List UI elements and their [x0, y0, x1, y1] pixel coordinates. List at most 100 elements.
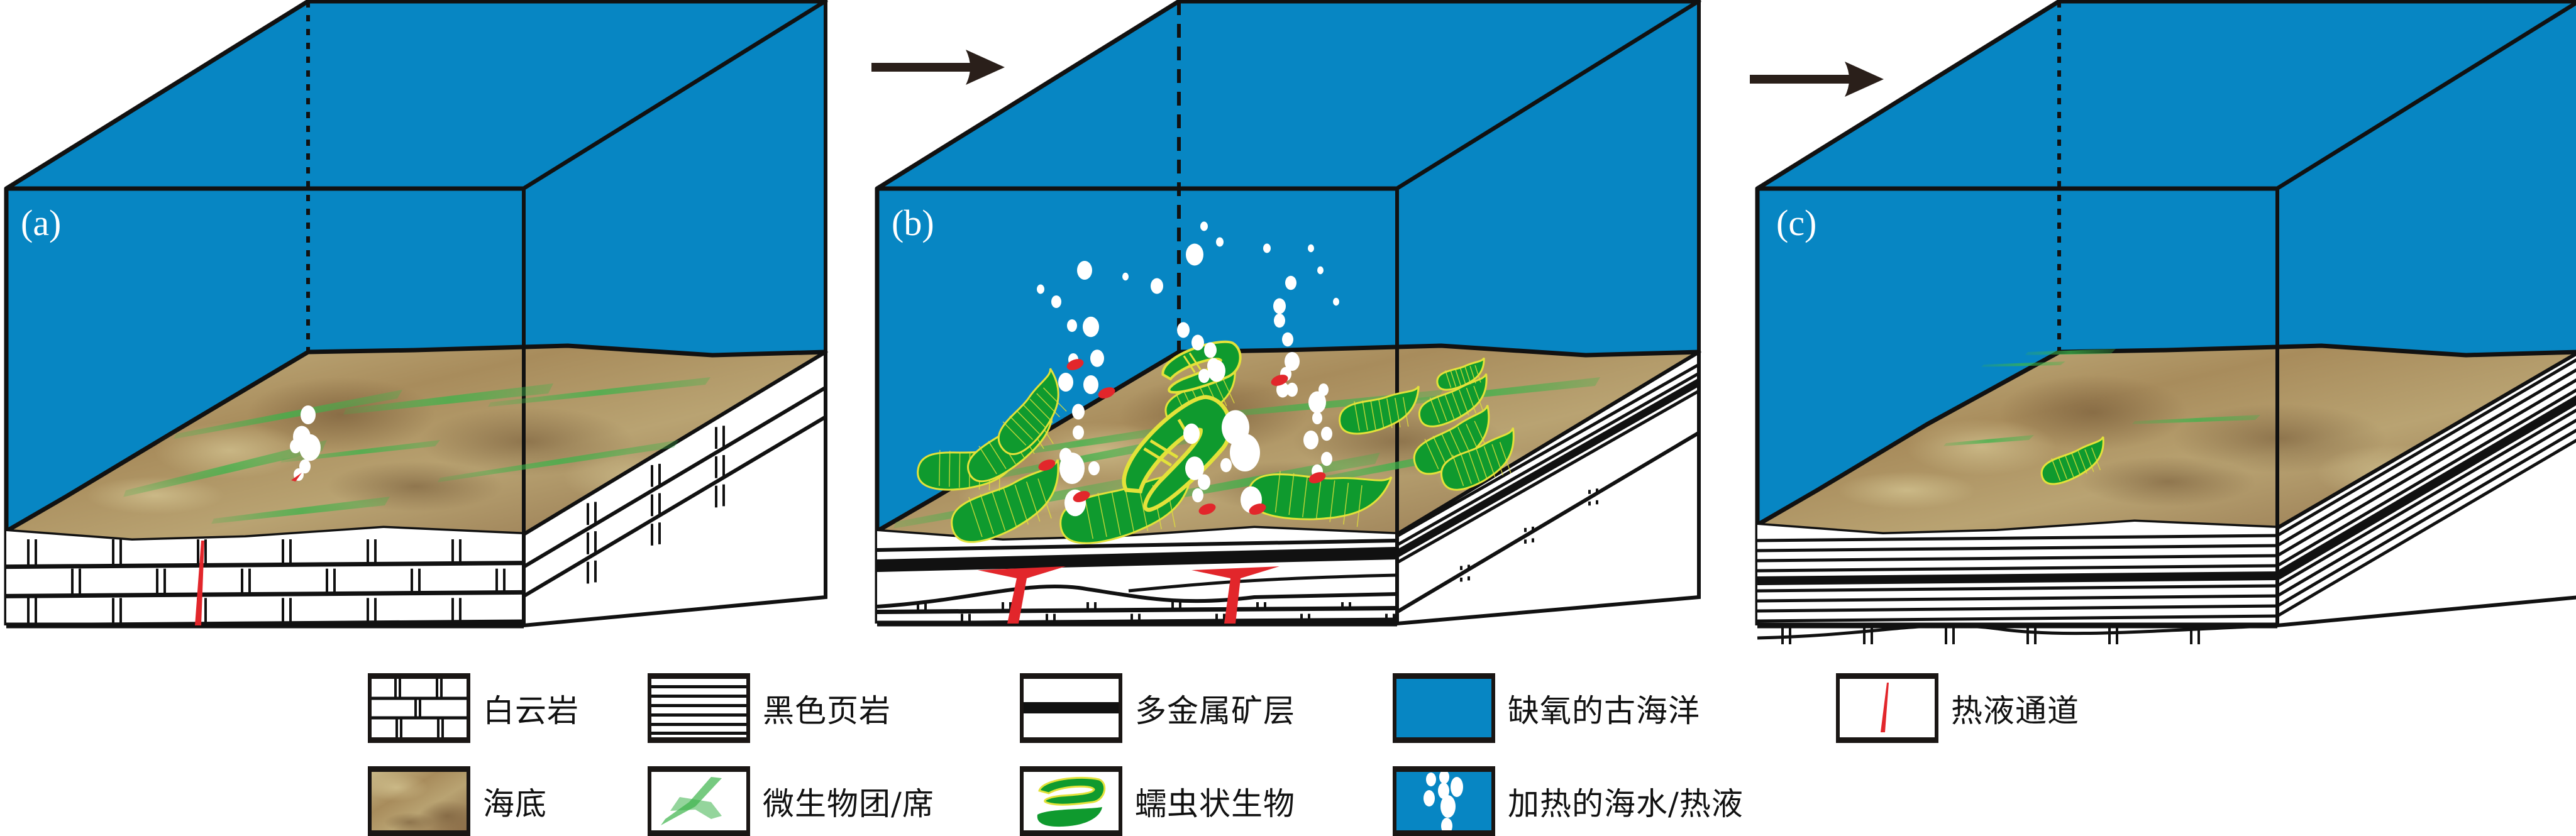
- seafloor-texture: [86, 476, 224, 514]
- legend-item-dolomite: 白云岩: [368, 673, 579, 743]
- worm-segment: [1037, 478, 1052, 519]
- hydrothermal-bubble: [1083, 316, 1099, 338]
- hydrothermal-bubble: [1198, 474, 1210, 490]
- worm-body: [1122, 395, 1232, 512]
- worm-segment: [1362, 400, 1368, 431]
- thick-band-icon: [1020, 673, 1122, 743]
- worm-segment: [2051, 458, 2061, 481]
- hydrothermal-bubble: [1230, 434, 1260, 471]
- worm-segment: [1356, 485, 1363, 527]
- worm-segment: [1499, 442, 1512, 474]
- right-arrow-icon: [966, 50, 1005, 85]
- hydrothermal-bubble: [1204, 342, 1217, 358]
- biota-layer: [123, 377, 710, 524]
- dolomite-bed-line: [6, 619, 524, 628]
- hydrothermal-bubble: [1151, 278, 1163, 294]
- hydrothermal-bubble: [1216, 237, 1224, 247]
- legend-item-hydrothermal-channel: 热液通道: [1836, 673, 2079, 743]
- worm-segment: [1469, 366, 1476, 384]
- microbial-mat: [2132, 415, 2260, 424]
- hydrothermal-bubble: [1318, 383, 1329, 396]
- hydrothermal-bubble: [299, 459, 311, 474]
- panel-c: [1755, 0, 2576, 644]
- hydrothermal-bubble: [1183, 423, 1200, 444]
- side-shale-line: [1396, 389, 1700, 564]
- process-arrow-1: [871, 50, 1005, 85]
- worm-segment: [1445, 370, 1452, 388]
- hydrothermal-channel: [195, 541, 204, 625]
- worm-segment: [1432, 436, 1447, 466]
- legend-label-heated-water: 加热的海水/热液: [1508, 785, 1744, 822]
- shale-line: [1757, 534, 2278, 542]
- vent-orifice: [291, 473, 302, 481]
- shale-line: [1757, 554, 2278, 563]
- strata-block: [1757, 351, 2576, 644]
- worm-segment: [1429, 397, 1440, 424]
- worm-segment: [1452, 454, 1464, 487]
- shale-line: [1757, 564, 2278, 573]
- shale-line: [1757, 604, 2278, 613]
- dolomite-bed-line: [522, 386, 827, 569]
- seafloor-texture: [1837, 471, 1976, 509]
- worm-segment: [1315, 478, 1322, 520]
- side-shale-line: [2276, 429, 2576, 608]
- vent-orifice: [1308, 472, 1326, 483]
- dolomite-bed-line: [1396, 431, 1700, 614]
- hydrothermal-bubble: [1051, 295, 1061, 308]
- worm-segment: [1014, 485, 1029, 525]
- microbial-mat: [343, 383, 553, 415]
- legend-item-polymetallic-layer: 多金属矿层: [1020, 673, 1295, 743]
- vent-orifice: [1249, 503, 1266, 515]
- worm-segment: [1288, 473, 1295, 515]
- vent-orifice: [1038, 459, 1056, 471]
- worm-segment: [1036, 393, 1060, 417]
- legend-label-hydrothermal-channel: 热液通道: [1951, 692, 2079, 729]
- worm-segment: [1009, 415, 1034, 440]
- hydrothermal-bubble: [1333, 297, 1339, 306]
- hydrothermal-bubble: [1263, 243, 1271, 253]
- shale-line: [1757, 544, 2278, 553]
- worm-segment: [1386, 398, 1393, 429]
- side-shale-line: [1395, 378, 1701, 558]
- worm-segment: [2084, 449, 2094, 472]
- worm-segment: [1468, 450, 1480, 482]
- worm-segment: [1029, 399, 1054, 423]
- worm-segment: [1097, 492, 1107, 537]
- bubbles-icon: [1393, 766, 1495, 836]
- worm-organism: [1436, 357, 1485, 391]
- worm-segment: [980, 493, 995, 534]
- strata-block: [6, 348, 827, 629]
- worm-segment: [1402, 397, 1409, 427]
- hydrothermal-bubble: [1285, 275, 1296, 290]
- strata-front-face: [6, 528, 524, 625]
- worm-segment: [1016, 410, 1040, 434]
- worm-segment: [1213, 378, 1227, 407]
- worm-segment: [1424, 439, 1439, 470]
- worm-segment: [2077, 451, 2087, 474]
- worm-segment: [2064, 454, 2074, 478]
- legend-item-heated-water: 加热的海水/热液: [1393, 766, 1744, 836]
- worm-segment: [1149, 439, 1179, 459]
- hydrothermal-channel: [1191, 566, 1280, 624]
- green-mat-icon: [648, 766, 750, 836]
- worm-segment: [2071, 453, 2081, 476]
- panel-b: [875, 0, 1701, 627]
- legend-label-worm-organism: 蠕虫状生物: [1135, 785, 1295, 822]
- seafloor-texture: [2079, 456, 2256, 507]
- microbial-mat: [174, 390, 402, 439]
- worm-icon: [1020, 766, 1122, 836]
- legend-label-anoxic-ocean: 缺氧的古海洋: [1508, 692, 1700, 729]
- hydrothermal-channel: [978, 566, 1066, 624]
- polymetallic-layer: [877, 547, 1397, 572]
- worm-segment: [1491, 444, 1504, 476]
- worm-segment: [978, 446, 997, 475]
- hydrothermal-bubble: [1192, 488, 1203, 503]
- arrow-shaft: [1750, 75, 1851, 84]
- legend-item-anoxic-ocean: 缺氧的古海洋: [1393, 673, 1700, 743]
- worm-segment: [1143, 447, 1172, 467]
- unconformity-line: [876, 585, 1398, 608]
- dolomite-bed-line: [522, 415, 827, 598]
- dolomite-bed-line: [876, 617, 1398, 626]
- side-shale-line: [2276, 409, 2576, 588]
